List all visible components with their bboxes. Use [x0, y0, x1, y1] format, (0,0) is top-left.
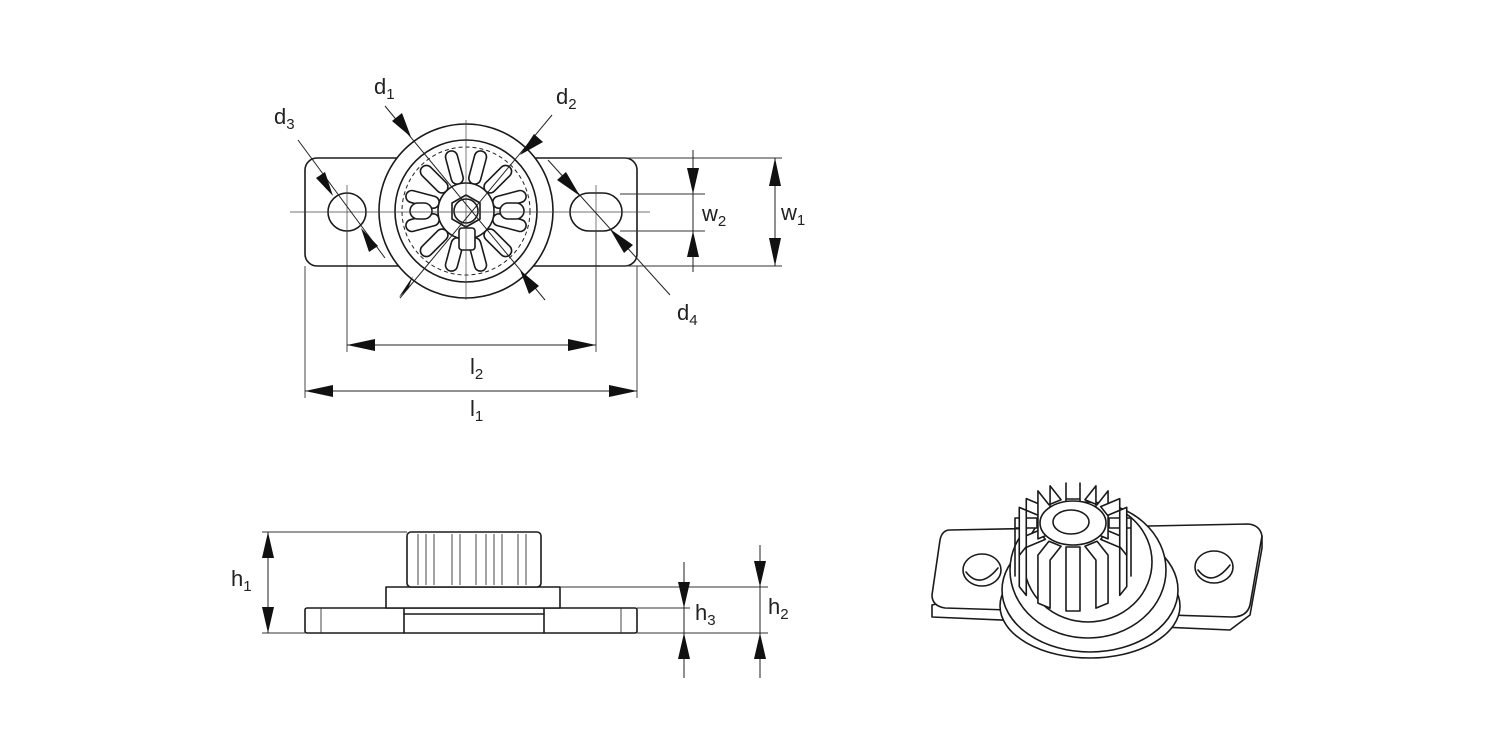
label-d1: d1	[374, 74, 395, 103]
label-w1: w1	[781, 200, 806, 229]
label-d3: d3	[274, 104, 295, 133]
arrowheads-side	[262, 532, 766, 659]
iso-bore	[1052, 509, 1090, 535]
side-housing	[385, 586, 561, 609]
label-l1: l1	[470, 396, 484, 425]
iso-gear-tooth	[1065, 546, 1081, 612]
label-w2: w2	[702, 201, 727, 230]
isometric-view	[931, 482, 1263, 659]
iso-gear-tooth	[1108, 517, 1132, 577]
arrowheads-top	[305, 113, 781, 397]
label-h2: h2	[768, 594, 789, 623]
top-view	[290, 105, 782, 398]
iso-gear-tooth	[1014, 517, 1038, 577]
iso-gear-tooth	[1037, 540, 1062, 609]
label-l2: l2	[470, 354, 484, 383]
d1-leader	[384, 105, 546, 301]
label-d4: d4	[677, 300, 698, 329]
hub-tab-left	[409, 202, 433, 220]
label-h1: h1	[231, 566, 252, 595]
iso-gear-tooth	[1084, 540, 1109, 609]
hub-tab-right	[499, 202, 525, 220]
side-view	[262, 531, 768, 678]
side-gear	[406, 531, 542, 588]
gear-teeth-side	[417, 534, 527, 585]
label-h3: h3	[695, 600, 716, 629]
side-flange	[304, 607, 638, 634]
iso-hole-right	[1194, 550, 1234, 584]
label-d2: d2	[556, 84, 577, 113]
hub-tab-bottom	[458, 227, 476, 251]
iso-gear-tooth	[1099, 497, 1128, 557]
